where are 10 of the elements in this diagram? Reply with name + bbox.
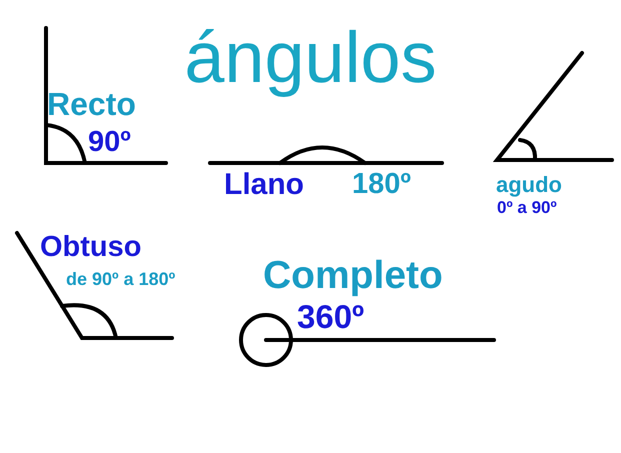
angle-name: Completo [263,256,443,295]
angle-measure: 180º [352,170,411,199]
angle-name: Llano [224,170,304,200]
angle-measure: de 90º a 180º [66,270,176,288]
angle-measure: 360º [297,300,364,333]
angle-measure: 0º a 90º [497,199,557,216]
angle-name: agudo [496,174,562,196]
angle-name: Recto [47,88,136,120]
angle-name: Obtuso [40,233,142,262]
angle-measure: 90º [88,128,131,157]
